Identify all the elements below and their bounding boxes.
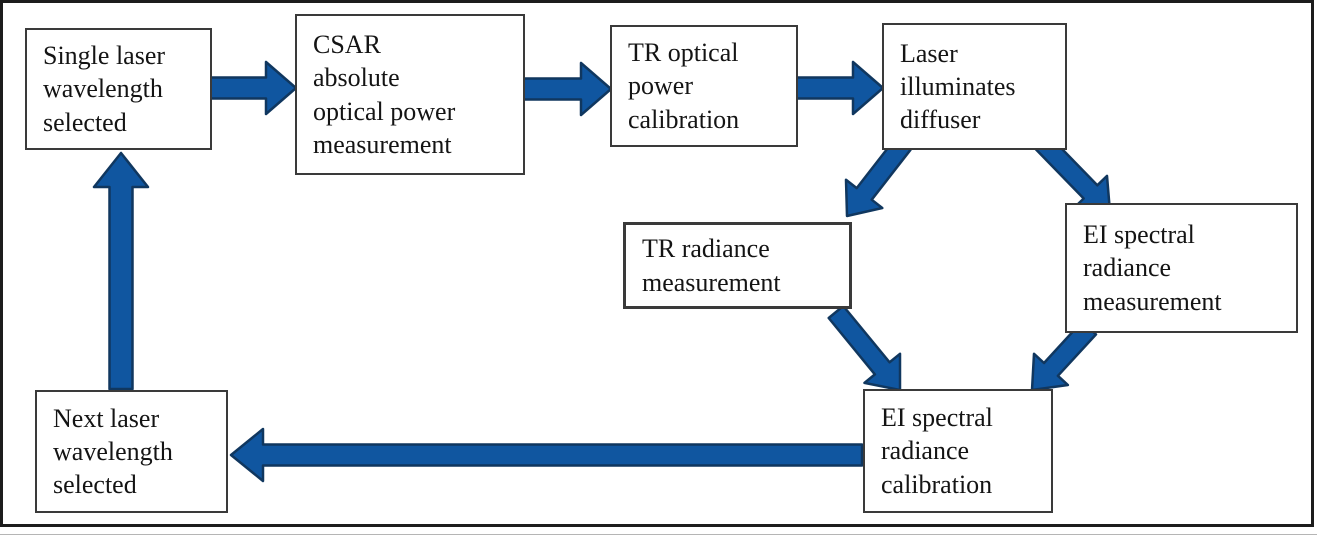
arrow-tr-radiance-to-ei-calibration [827, 304, 902, 392]
node-label: CSAR absolute optical power measurement [313, 29, 456, 159]
node-csar-absolute-optical-power-measurement: CSAR absolute optical power measurement [295, 14, 525, 175]
arrow-laser-diffuser-to-tr-radiance [844, 136, 912, 218]
arrow-ei-calibration-to-next-laser [229, 427, 864, 483]
node-label: TR optical power calibration [628, 38, 740, 134]
arrow-single-laser-to-csar [208, 60, 298, 116]
node-single-laser-wavelength-selected: Single laser wavelength selected [25, 28, 212, 150]
node-next-laser-wavelength-selected: Next laser wavelength selected [35, 390, 228, 513]
node-label: TR radiance measurement [642, 234, 781, 297]
node-label: EI spectral radiance measurement [1083, 220, 1222, 316]
node-ei-spectral-radiance-measurement: EI spectral radiance measurement [1065, 203, 1298, 333]
node-tr-radiance-measurement: TR radiance measurement [623, 222, 852, 309]
node-laser-illuminates-diffuser: Laser illuminates diffuser [882, 23, 1067, 150]
arrow-ei-measurement-to-ei-calibration [1030, 320, 1098, 392]
arrow-tr-optical-to-laser-diffuser [794, 60, 885, 116]
node-label: Laser illuminates diffuser [900, 38, 1016, 135]
node-label: Next laser wavelength selected [53, 403, 173, 500]
arrow-csar-to-tr-optical [521, 61, 613, 117]
node-ei-spectral-radiance-calibration: EI spectral radiance calibration [863, 389, 1053, 513]
node-label: EI spectral radiance calibration [881, 403, 993, 499]
arrow-next-laser-to-single-laser [92, 151, 150, 391]
node-tr-optical-power-calibration: TR optical power calibration [610, 25, 798, 147]
node-label: Single laser wavelength selected [43, 41, 166, 137]
